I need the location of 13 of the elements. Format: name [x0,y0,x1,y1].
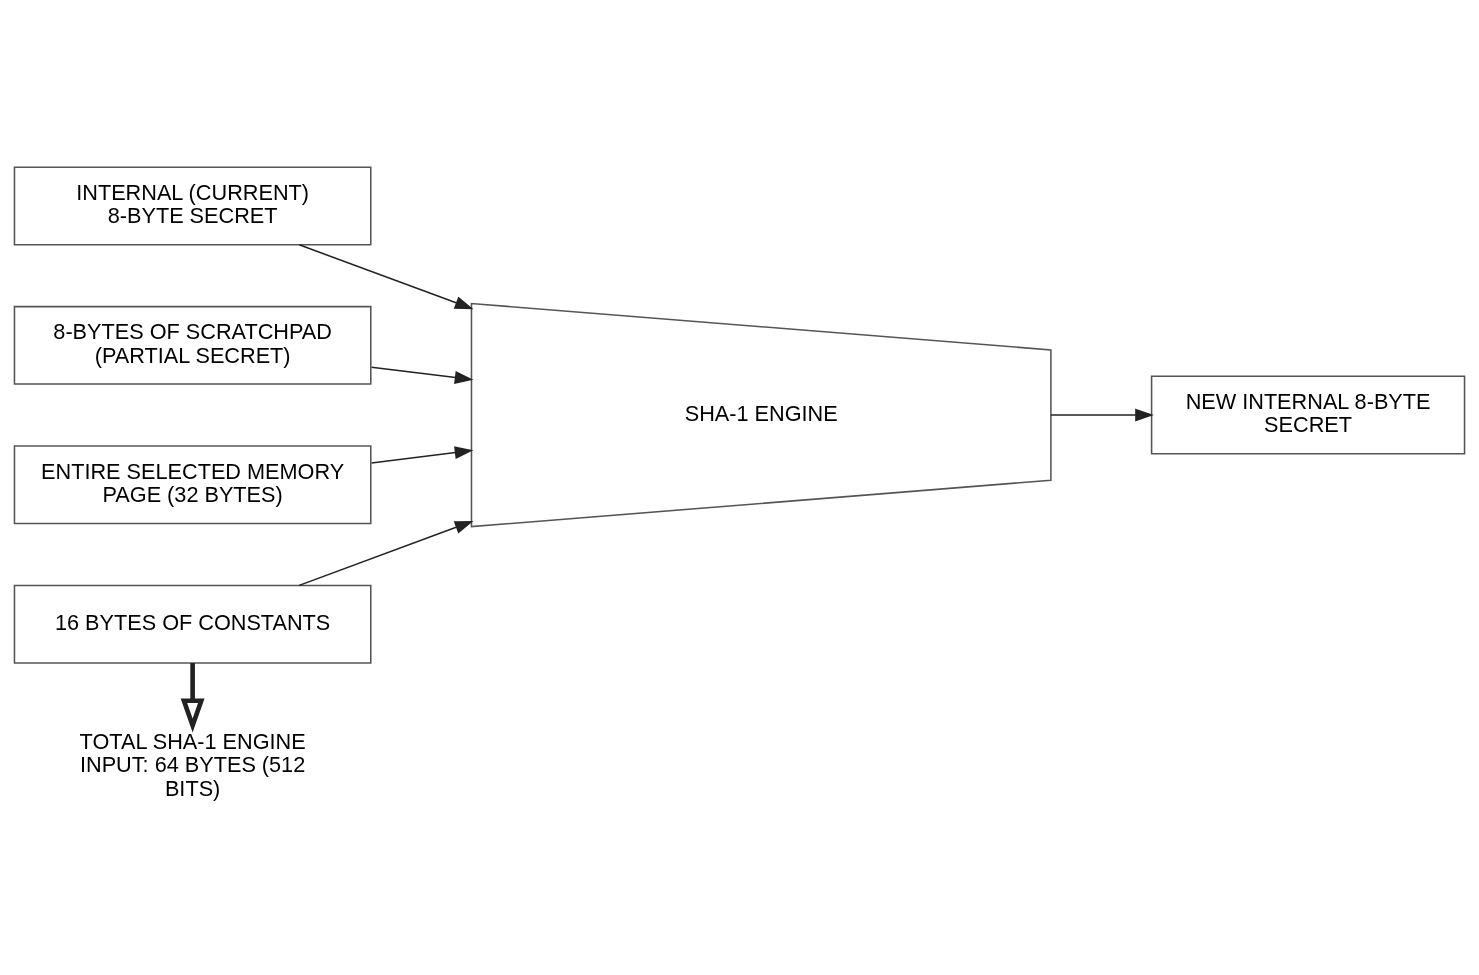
node-box: INTERNAL (CURRENT) 8-BYTE SECRET [13,166,372,246]
arrow [298,244,474,310]
node-text: TOTAL SHA-1 ENGINE INPUT: 64 BYTES (512 BITS) [79,729,306,801]
node-box: SHA-1 ENGINE [470,302,1052,528]
arrow [370,366,474,384]
arrow [180,663,205,733]
node-box: 16 BYTES OF CONSTANTS [13,584,372,664]
arrow [1050,408,1154,422]
arrow [298,520,474,587]
node-box: NEW INTERNAL 8-BYTE SECRET [1150,375,1466,455]
arrow [370,446,474,464]
node-box: 8-BYTES OF SCRATCHPAD (PARTIAL SECRET) [13,305,372,385]
node-box: ENTIRE SELECTED MEMORY PAGE (32 BYTES) [13,445,372,525]
